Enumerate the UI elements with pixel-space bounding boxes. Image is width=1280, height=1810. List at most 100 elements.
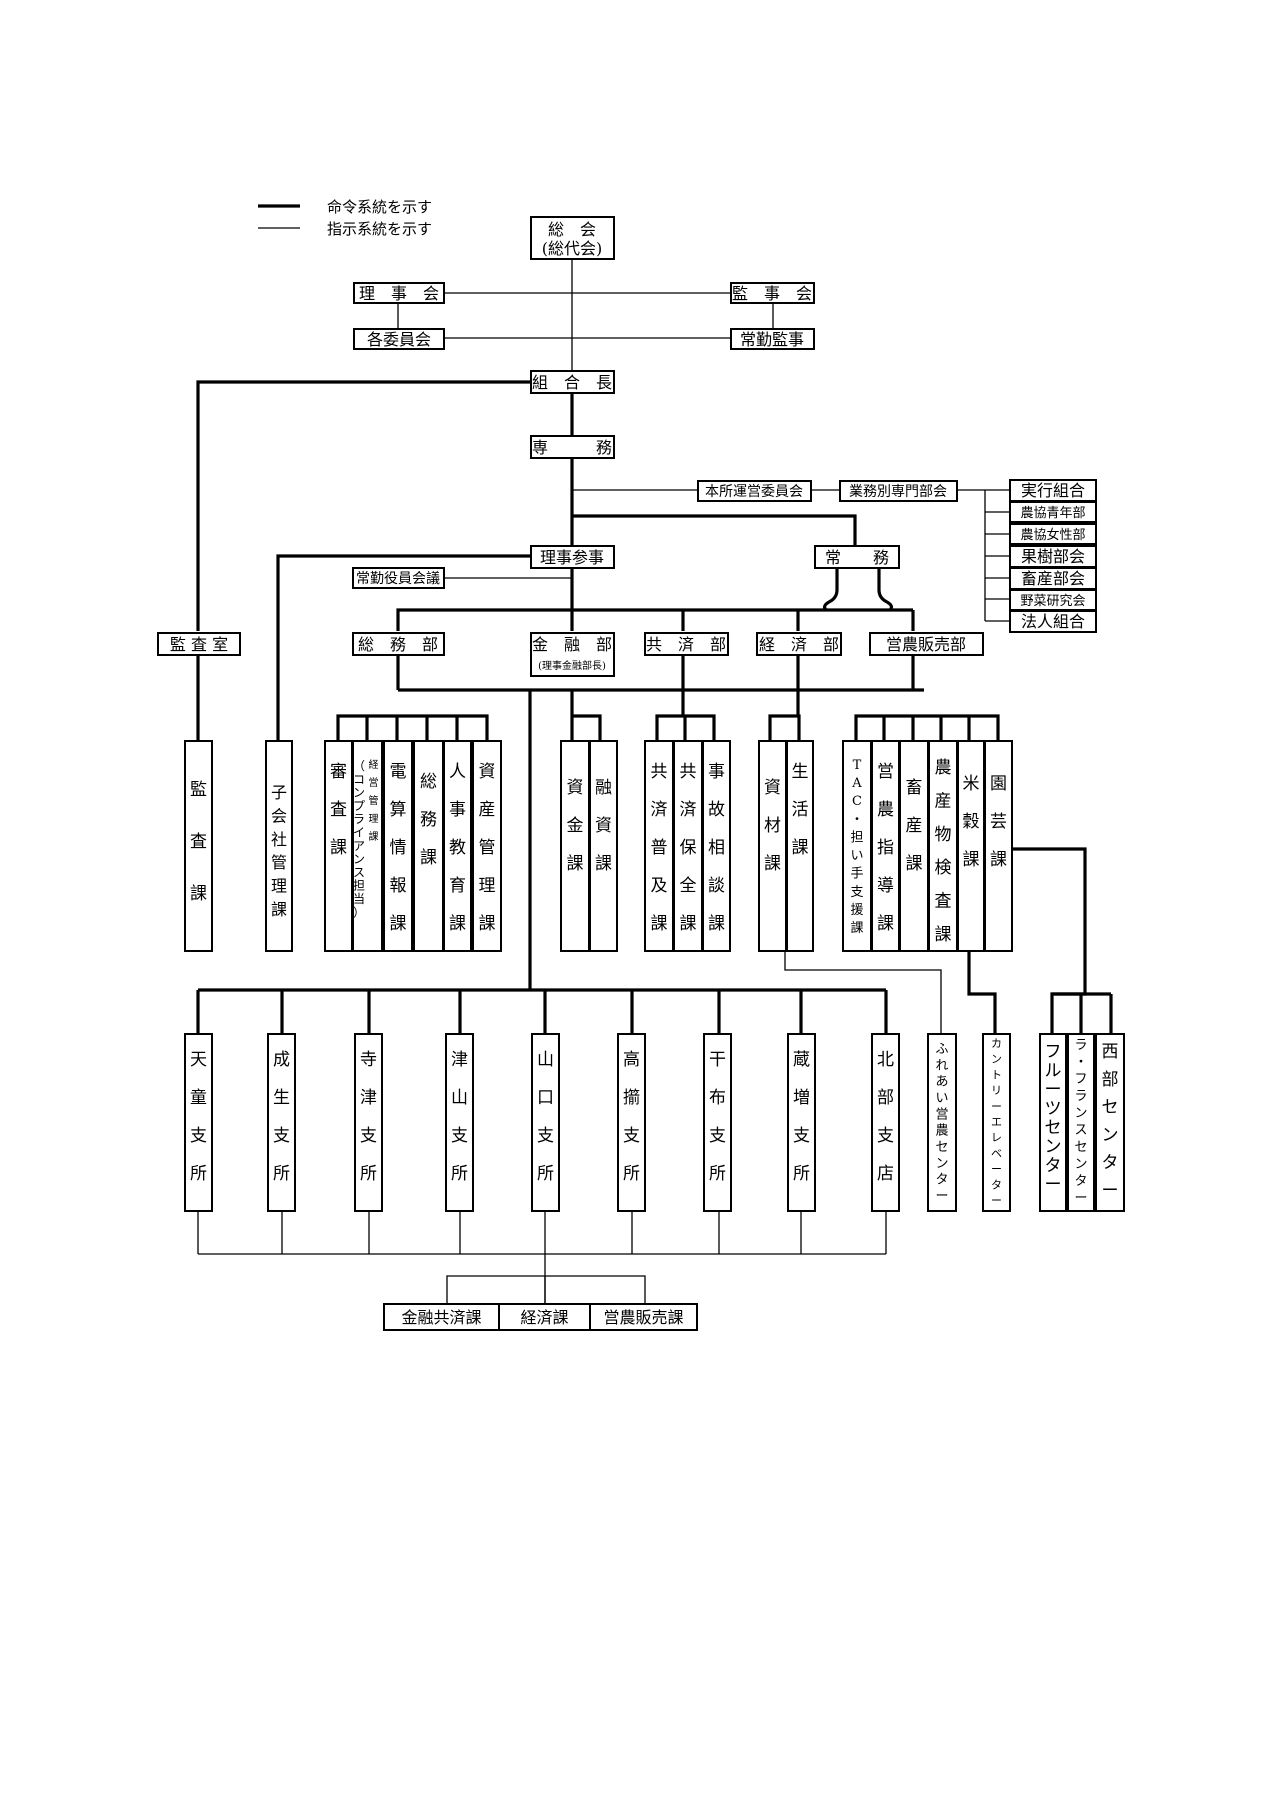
facility-box-label: カントリーエレベーター [991, 1037, 1002, 1207]
branch-box-label: 津山支所 [451, 1050, 468, 1184]
section-box-label: 人事教育課 [449, 762, 466, 934]
branch-box: 天童支所 [184, 1033, 213, 1212]
general-assembly-box: 総 会 (総代会) [530, 216, 615, 260]
section-box-label: 資材課 [764, 778, 781, 874]
section-box: 電算情報課 [383, 740, 413, 952]
mutual-aid-dept-box: 共 済 部 [644, 632, 729, 656]
section-box: 園芸課 [984, 740, 1013, 952]
board-of-directors-box: 理 事 会 [353, 282, 445, 304]
section-box: 共済保全課 [673, 740, 703, 952]
farming-sales-dept-label: 営農販売部 [886, 635, 966, 654]
section-box-label: 園芸課 [990, 774, 1007, 870]
group-label: 実行組合 [1021, 481, 1085, 500]
group-box: 法人組合 [1009, 610, 1097, 633]
section-box: 融資課 [589, 740, 618, 952]
section-box: 資金課 [560, 740, 590, 952]
branch-box: 干布支所 [703, 1033, 732, 1212]
legend: 命令系統を示す 指示系統を示す [258, 198, 432, 238]
president-box: 組 合 長 [530, 370, 615, 394]
branch-box: 蔵増支所 [787, 1033, 816, 1212]
section-box: 監査課 [184, 740, 213, 952]
section-box-label: 共済保全課 [680, 762, 697, 934]
fulltime-officers-meeting-box: 常勤役員会議 [352, 567, 445, 589]
branch-box-label: 天童支所 [190, 1050, 207, 1184]
fulltime-officers-meeting-label: 常勤役員会議 [356, 570, 440, 587]
branch-box-label: 高擶支所 [623, 1050, 640, 1184]
group-box: 畜産部会 [1009, 567, 1097, 590]
member-groups: 実行組合 農協青年部 農協女性部 果樹部会 畜産部会 野菜研究会 法人組合 [1009, 479, 1097, 633]
branch-box-label: 山口支所 [537, 1050, 554, 1184]
connectors [196, 259, 1113, 1304]
general-assembly-label: 総 会 [548, 220, 596, 239]
branch-sections-layer: 金融共済課 経済課 営農販売課 [383, 1303, 698, 1331]
branch-box-label: 寺津支所 [360, 1050, 377, 1184]
section-box: 事故相談課 [702, 740, 731, 952]
branch-section-label: 経済課 [520, 1308, 568, 1327]
finance-dept-box: 金 融 部 (理事金融部長) [530, 632, 615, 677]
facility-box: ふれあい営農センター [927, 1033, 957, 1212]
committees-box: 各委員会 [353, 328, 445, 350]
section-box: 生活課 [786, 740, 814, 952]
branch-box: 成生支所 [267, 1033, 296, 1212]
group-label: 法人組合 [1021, 612, 1085, 631]
group-box: 果樹部会 [1009, 545, 1097, 568]
section-box: 総務課 [413, 740, 444, 952]
section-box-label: 融資課 [595, 778, 612, 874]
delegate-assembly-label: (総代会) [542, 239, 603, 258]
general-affairs-dept-box: 総 務 部 [352, 632, 445, 656]
managing-director-box: 常 務 [814, 545, 900, 569]
managing-director-label: 常 務 [825, 548, 889, 567]
business-subcommittee-label: 業務別専門部会 [849, 484, 947, 500]
section-box-label: 審査課 [330, 762, 347, 858]
section-box-label: 事故相談課 [708, 762, 725, 934]
director-counselor-box: 理事参事 [530, 545, 615, 569]
facility-box: ラ・フランスセンター [1067, 1033, 1095, 1212]
group-box: 農協青年部 [1009, 501, 1097, 523]
economic-dept-label: 経 済 部 [759, 635, 839, 654]
fulltime-auditor-box: 常勤監事 [730, 328, 815, 350]
audit-office-box: 監 査 室 [157, 632, 241, 656]
hq-operations-committee-box: 本所運営委員会 [697, 480, 812, 502]
section-box-label: 経営管理課 [369, 758, 379, 843]
section-box: 資産管理課 [472, 740, 502, 952]
general-affairs-dept-label: 総 務 部 [358, 635, 438, 654]
section-box-label: 営農指導課 [877, 762, 894, 934]
branch-section-box: 営農販売課 [589, 1303, 698, 1331]
mutual-aid-dept-label: 共 済 部 [646, 635, 726, 654]
facility-box: フルーツセンター [1039, 1033, 1067, 1212]
section-box: 人事教育課 [443, 740, 472, 952]
group-label: 野菜研究会 [1020, 594, 1085, 609]
branch-section-box: 経済課 [498, 1303, 591, 1331]
legend-instruction-label: 指示系統を示す [327, 220, 432, 238]
section-box-label: 電算情報課 [390, 762, 407, 934]
hq-operations-committee-label: 本所運営委員会 [705, 484, 803, 500]
farming-sales-dept-box: 営農販売部 [869, 632, 984, 656]
group-label: 農協青年部 [1020, 506, 1085, 521]
branch-box-label: 北部支店 [877, 1050, 894, 1184]
facilities-layer: ふれあい営農センターカントリーエレベーターフルーツセンターラ・フランスセンター西… [927, 1033, 1125, 1212]
branch-box: 津山支所 [445, 1033, 474, 1212]
senior-director-label: 専 務 [532, 438, 612, 457]
section-box-label: 資産管理課 [479, 762, 496, 934]
branch-section-box: 金融共済課 [383, 1303, 500, 1331]
section-box: 米穀課 [957, 740, 985, 952]
section-box: 共済普及課 [644, 740, 674, 952]
facility-box-label: フルーツセンター [1045, 1042, 1062, 1195]
section-box-label: 子会社管理課 [271, 783, 287, 919]
section-box-label: 畜産課 [906, 778, 923, 874]
section-box-label: 監査課 [190, 780, 207, 904]
committees-label: 各委員会 [367, 330, 431, 349]
president-label: 組 合 長 [532, 373, 612, 392]
fulltime-auditor-label: 常勤監事 [740, 330, 804, 349]
finance-dept-head-label: (理事金融部長) [538, 659, 606, 672]
branch-box-label: 蔵増支所 [793, 1050, 810, 1184]
facility-box: カントリーエレベーター [982, 1033, 1011, 1212]
branches-layer: 天童支所 成生支所 寺津支所 津山支所 山口支所 高擶支所 干布支所 蔵増支所 北部支店 [184, 1033, 900, 1212]
section-box: 子会社管理課 [265, 740, 293, 952]
section-box: 経営管理課（コンプライアンス担当） [352, 740, 383, 952]
branch-box: 山口支所 [531, 1033, 560, 1212]
legend-command-label: 命令系統を示す [327, 198, 432, 216]
section-box: 営農指導課 [871, 740, 900, 952]
